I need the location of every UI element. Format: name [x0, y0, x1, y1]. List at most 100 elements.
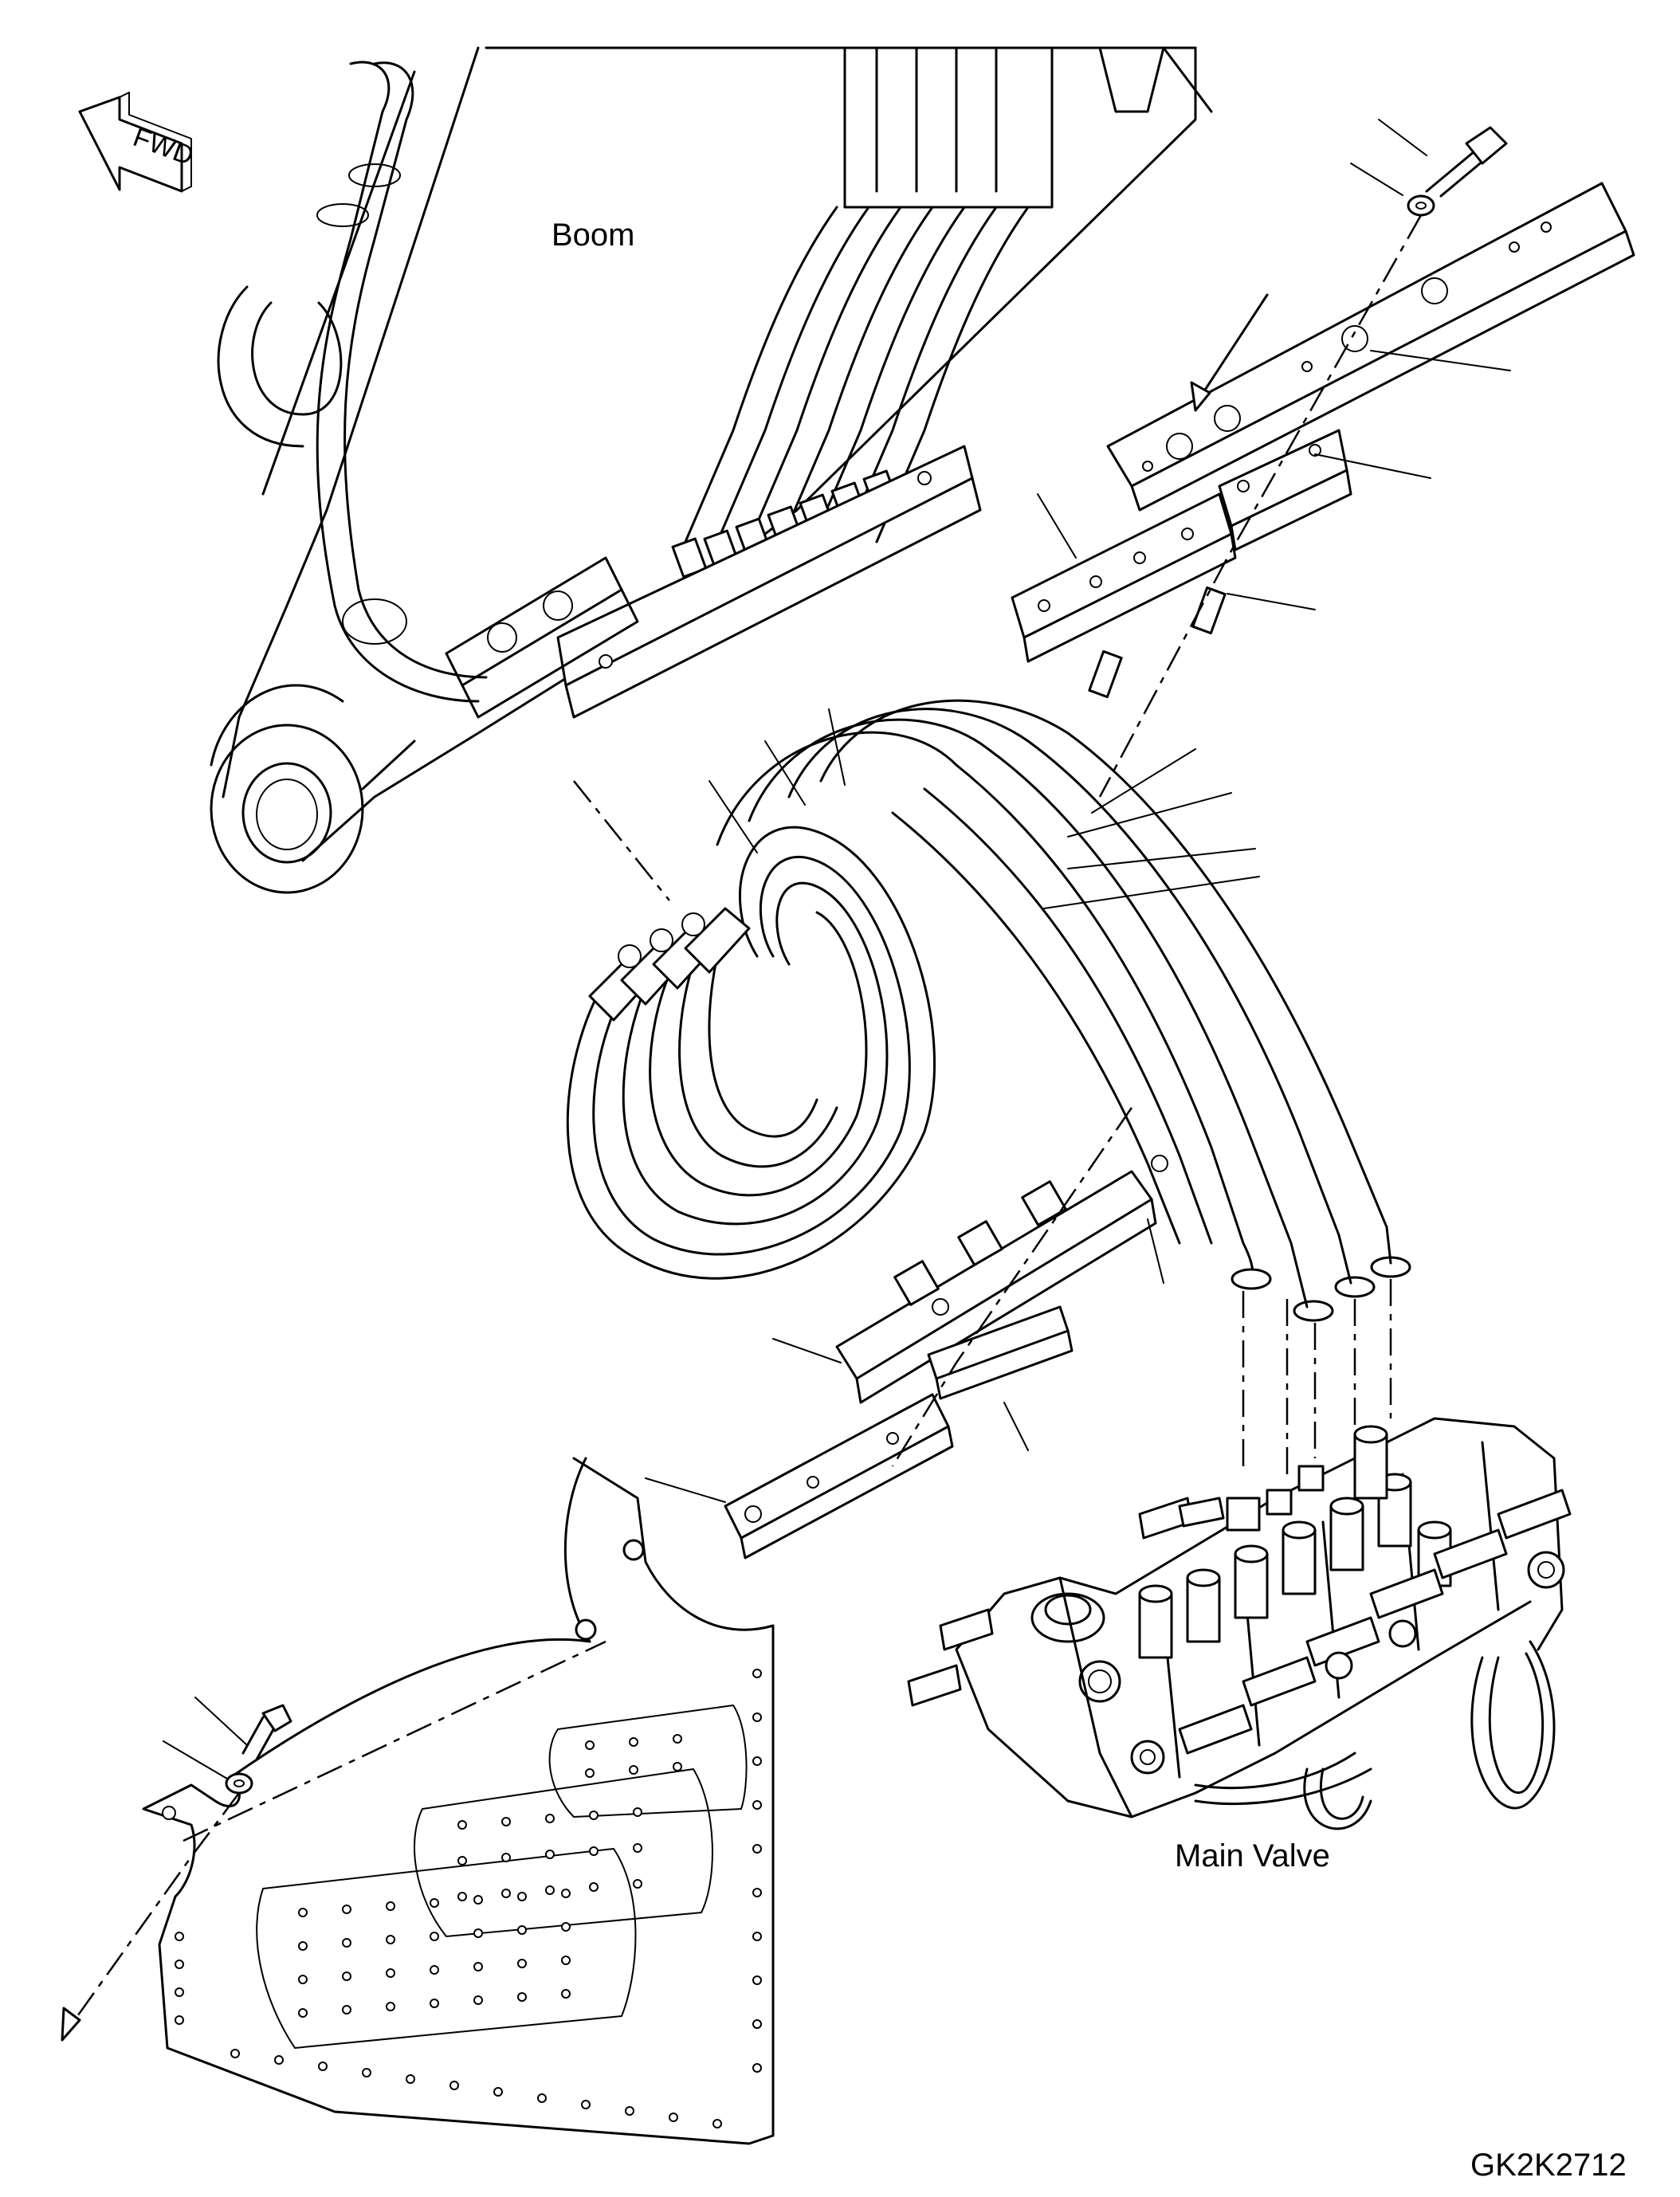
plate-dimple	[362, 2068, 371, 2077]
plate-dimple	[430, 1999, 439, 2008]
valve-side-fittings	[1130, 1489, 1572, 1775]
floor-plate-holes	[175, 1669, 762, 2128]
plate-dimple	[752, 1888, 762, 1897]
down-arrow-top	[1198, 293, 1269, 400]
plate-dimple	[633, 1807, 642, 1817]
fwd-label: FWD	[129, 122, 198, 171]
plate-dimple	[752, 1800, 762, 1810]
boom-label: Boom	[551, 218, 635, 253]
plate-dimple	[473, 1962, 483, 1971]
plate-dimple	[473, 1995, 483, 2005]
plate-dimple	[517, 1892, 527, 1901]
plate-dimple	[517, 1959, 527, 1968]
plate-dimple	[752, 1844, 762, 1854]
hose-fittings-right	[1231, 1226, 1411, 1322]
lower-clamp-group	[573, 780, 1168, 1559]
plate-dimple	[589, 1811, 599, 1820]
washer-lower	[225, 1772, 253, 1795]
drawing-code: GK2K2712	[1470, 2148, 1627, 2183]
plate-dimple	[752, 1669, 762, 1678]
plate-dimple	[633, 1879, 642, 1889]
plate-dimple	[712, 2119, 722, 2128]
plate-dimple	[545, 1814, 555, 1823]
plate-dimple	[430, 1898, 439, 1908]
plate-dimple	[752, 1756, 762, 1766]
spacer-2	[1088, 649, 1123, 699]
plate-dimple	[449, 2081, 459, 2090]
plate-dimple	[386, 1935, 395, 1944]
plate-dimple	[274, 2055, 284, 2065]
plate-dimple	[457, 1892, 467, 1901]
plate-dimple	[561, 1922, 571, 1932]
plate-dimple	[430, 1965, 439, 1975]
plate-dimple	[752, 2063, 762, 2073]
main-valve-label: Main Valve	[1175, 1838, 1330, 1873]
plate-dimple	[318, 2062, 328, 2071]
plate-dimple	[517, 1925, 527, 1935]
plate-dimple	[430, 1932, 439, 1941]
valve-top-ports	[1138, 1425, 1452, 1659]
plate-dimple	[298, 1941, 308, 1951]
floor-plate	[61, 1457, 775, 2145]
plate-dimple	[517, 1992, 527, 2002]
plate-dimple	[537, 2093, 547, 2103]
plate-dimple	[473, 1895, 483, 1905]
plate-dimple	[342, 1971, 351, 1981]
plate-dimple	[561, 1889, 571, 1898]
plate-dimple	[457, 1820, 467, 1830]
spacer-1	[1191, 586, 1227, 635]
plate-dimple	[669, 2113, 678, 2122]
bolt-lower	[241, 1704, 292, 1761]
plate-dimple	[545, 1850, 555, 1859]
plate-dimple	[585, 1740, 595, 1750]
top-clamp-group	[1011, 126, 1635, 798]
plate-dimple	[589, 1846, 599, 1856]
plate-dimple	[175, 1932, 184, 1941]
plate-dimple	[493, 2087, 503, 2097]
plate-dimple	[298, 1908, 308, 1917]
plate-dimple	[501, 1853, 511, 1862]
plate-dimple	[457, 1856, 467, 1865]
plate-dimple	[633, 1843, 642, 1853]
plate-dimple	[625, 2106, 634, 2116]
main-valve-assembly: Main Valve	[907, 1279, 1572, 1873]
plate-dimple	[589, 1882, 599, 1892]
plate-dimple	[561, 1989, 571, 1999]
plate-dimple	[501, 1817, 511, 1826]
plate-dimple	[298, 2008, 308, 2018]
plate-dimple	[752, 1975, 762, 1985]
plate-dimple	[230, 2049, 240, 2058]
plate-dimple	[342, 1905, 351, 1914]
plate-dimple	[298, 1975, 308, 1984]
plate-dimple	[501, 1889, 511, 1898]
plate-dimple	[752, 1712, 762, 1722]
plate-dimple	[406, 2074, 415, 2084]
plate-dimple	[175, 1987, 184, 1997]
bolt-top	[1425, 126, 1508, 198]
plate-dimple	[342, 2005, 351, 2015]
plate-dimple	[545, 1885, 555, 1895]
plate-dimple	[473, 1928, 483, 1938]
plate-dimple	[673, 1734, 682, 1744]
fwd-arrow: FWD	[78, 92, 198, 193]
hose-coil	[566, 699, 1411, 1322]
hose-fittings-left	[588, 907, 751, 1022]
plate-dimple	[386, 2002, 395, 2011]
plate-dimple	[342, 1938, 351, 1948]
boom-hose-bundle	[556, 206, 1030, 719]
boom-assembly: Boom	[210, 46, 1213, 894]
plate-dimple	[585, 1768, 595, 1778]
plate-dimple	[386, 1901, 395, 1911]
plate-dimple	[752, 2019, 762, 2029]
plate-dimple	[752, 1932, 762, 1941]
plate-dimple	[629, 1737, 638, 1747]
plate-dimple	[673, 1762, 682, 1771]
plate-dimple	[629, 1765, 638, 1775]
plate-dimple	[581, 2100, 591, 2109]
plate-dimple	[175, 1960, 184, 1969]
plate-dimple	[175, 2015, 184, 2025]
plate-dimple	[386, 1968, 395, 1978]
washer-top	[1407, 194, 1435, 217]
leader-lines	[163, 119, 1511, 1782]
